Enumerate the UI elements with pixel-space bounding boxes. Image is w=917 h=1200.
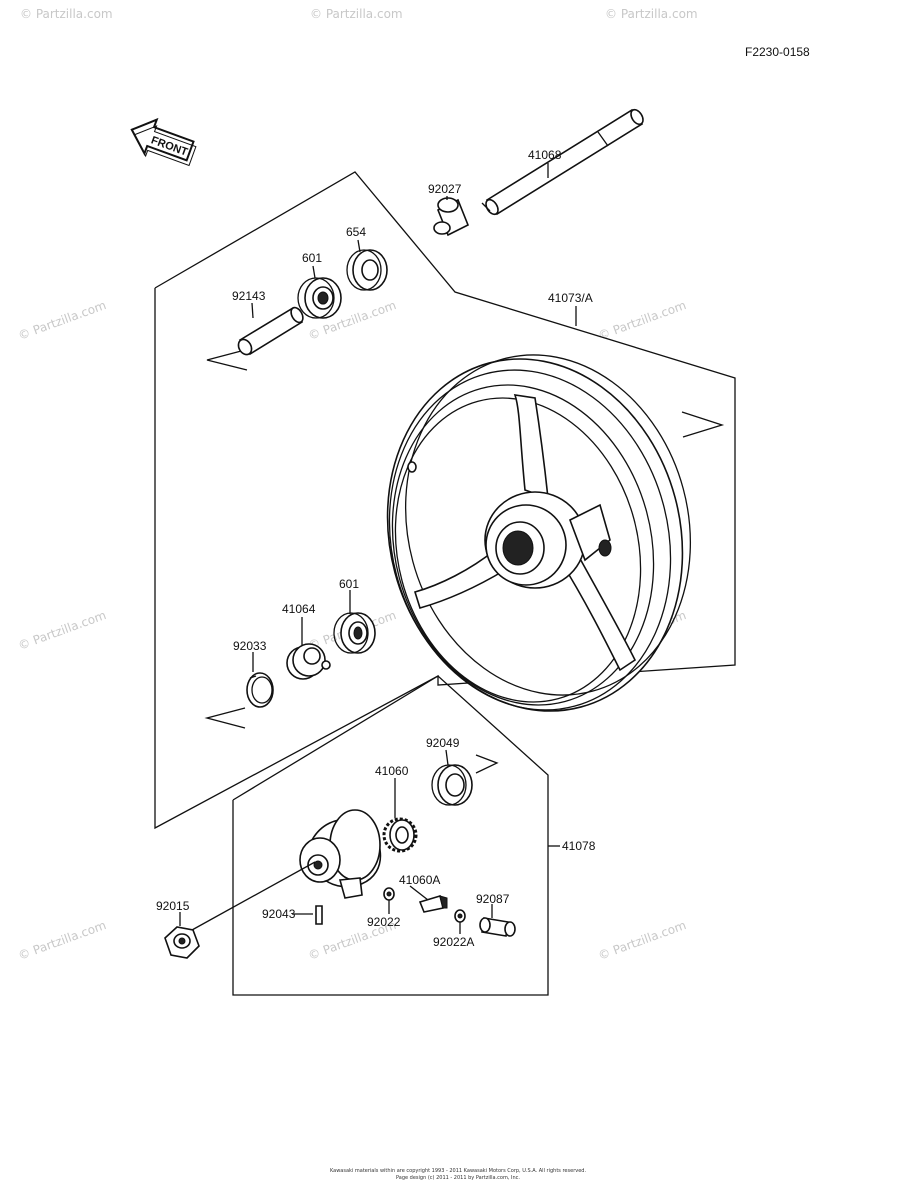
label-41073A: 41073/A (548, 291, 593, 305)
cast-wheel (386, 354, 692, 712)
footer-line-2: Page design (c) 2011 - 2011 by Partzilla… (396, 1175, 520, 1181)
copyright-footer: Kawasaki materials within are copyright … (330, 1168, 587, 1181)
collar-92027 (433, 197, 470, 237)
oil-seal-654 (346, 249, 388, 291)
front-direction-arrow: FRONT (130, 117, 197, 167)
bracket-marks (204, 349, 725, 774)
figure-code: F2230-0158 (745, 45, 810, 59)
washer-92022 (383, 887, 395, 901)
label-41064: 41064 (282, 602, 316, 616)
label-92022: 92022 (367, 915, 401, 929)
circlip-92033 (246, 672, 274, 708)
wheel-assembly-boundary (154, 171, 736, 830)
watermark: © Partzilla.com (310, 7, 403, 21)
speedometer-gear-housing-41078 (299, 809, 382, 899)
watermark: © Partzilla.com (16, 608, 108, 653)
label-92015: 92015 (156, 899, 190, 913)
label-41060: 41060 (375, 764, 409, 778)
watermark: © Partzilla.com (20, 7, 113, 21)
footer-line-1: Kawasaki materials within are copyright … (330, 1168, 587, 1174)
label-92143: 92143 (232, 289, 266, 303)
leader-lines (179, 163, 577, 934)
label-92043: 92043 (262, 907, 296, 921)
watermark: © Partzilla.com (596, 298, 688, 343)
collar-41064 (286, 643, 331, 680)
label-92049: 92049 (426, 736, 460, 750)
axle-41068 (481, 108, 644, 216)
gear-41060 (382, 817, 418, 853)
pinion-41060A (418, 894, 448, 913)
pin-92043 (315, 905, 323, 925)
bushing-92087 (479, 917, 516, 937)
part-labels: 41068 92027 654 601 92143 41073/A 601 41… (156, 148, 596, 949)
label-654: 654 (346, 225, 366, 239)
gear-housing-boundary (232, 675, 549, 996)
spacer-92143 (237, 306, 304, 356)
label-92022A: 92022A (433, 935, 474, 949)
washer-92022A (454, 909, 466, 923)
ball-bearing-601-top (297, 277, 342, 319)
label-601-top: 601 (302, 251, 322, 265)
label-41068: 41068 (528, 148, 562, 162)
nut-92015 (164, 926, 200, 959)
label-601-bottom: 601 (339, 577, 359, 591)
watermark: © Partzilla.com (596, 918, 688, 963)
ball-bearing-601-bottom (333, 612, 376, 654)
label-92033: 92033 (233, 639, 267, 653)
watermark: © Partzilla.com (16, 918, 108, 963)
label-92027: 92027 (428, 182, 462, 196)
watermark: © Partzilla.com (605, 7, 698, 21)
label-41078: 41078 (562, 839, 596, 853)
oil-seal-92049 (431, 764, 473, 806)
watermark: © Partzilla.com (16, 298, 108, 343)
label-92087: 92087 (476, 892, 510, 906)
label-41060A: 41060A (399, 873, 440, 887)
